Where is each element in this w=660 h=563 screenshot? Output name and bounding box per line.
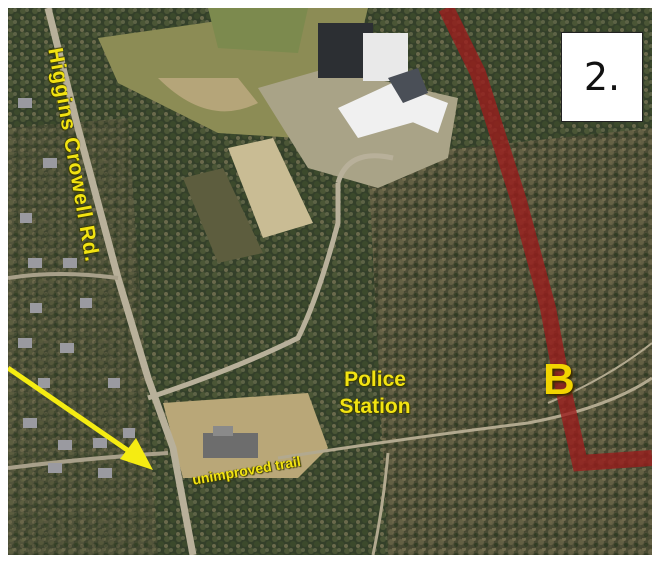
school-access-road [147, 183, 341, 401]
houses [18, 98, 135, 478]
police-station-label: Police Station [320, 366, 430, 420]
baseball-infield [158, 78, 258, 112]
arrow-to-trail [8, 365, 153, 470]
aerial-photo [8, 8, 652, 555]
field-grass [208, 8, 308, 53]
trail-spur [371, 452, 390, 555]
higgins-crowell-road [44, 8, 197, 555]
school-building-gym [388, 68, 428, 103]
clearing [228, 138, 313, 238]
side-street-south [8, 451, 169, 470]
unimproved-trail-path [277, 376, 652, 460]
school-drive [335, 153, 394, 184]
police-station-building [203, 433, 258, 458]
side-street [8, 272, 119, 280]
panel-number-badge: 2. [561, 32, 643, 122]
clearing-edge [183, 168, 263, 263]
route-marker-b: B [543, 355, 575, 404]
police-station-label-text: Police Station [339, 368, 411, 418]
aerial-map: 2. Higgins Crowell Rd. Police Station un… [8, 8, 652, 555]
red-route [438, 8, 652, 472]
school-wing-east [403, 88, 448, 133]
station-annex [213, 426, 233, 436]
school-building-roof [363, 33, 408, 81]
